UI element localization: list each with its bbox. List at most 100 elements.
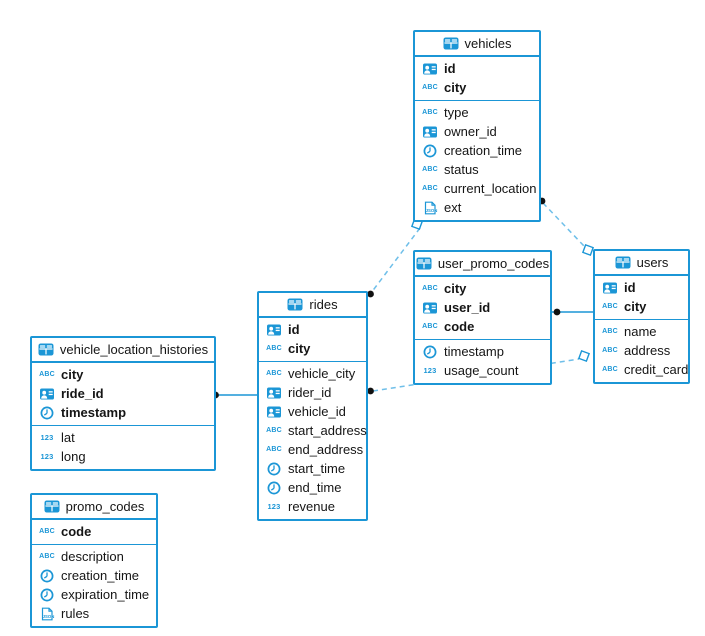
column-row: expiration_time (32, 585, 156, 604)
column-name: id (624, 280, 636, 295)
column-row: owner_id (415, 122, 539, 141)
text-type-icon: ABC (422, 285, 438, 292)
fields-section: timestamp 123 usage_count (415, 340, 550, 383)
column-row: timestamp (415, 342, 550, 361)
table-name: rides (309, 297, 338, 312)
table-header[interactable]: rides (259, 293, 366, 318)
column-name: rules (61, 606, 90, 621)
id-type-icon (40, 388, 54, 399)
number-type-icon: 123 (40, 452, 54, 461)
table-header[interactable]: vehicles (415, 32, 539, 57)
column-row: ride_id (32, 384, 214, 403)
text-type-icon: ABC (39, 528, 55, 535)
column-name: start_time (288, 461, 346, 476)
column-name: id (444, 61, 456, 76)
column-row: timestamp (32, 403, 214, 422)
text-type-icon: ABC (266, 345, 282, 352)
column-row: 123 usage_count (415, 361, 550, 380)
column-name: city (288, 341, 311, 356)
column-name: user_id (444, 300, 491, 315)
dot-endpoint (367, 387, 374, 395)
column-row: ABC vehicle_city (259, 364, 366, 383)
pk-section: ABC city user_id ABC code (415, 277, 550, 340)
column-row: end_time (259, 478, 366, 497)
table-icon (44, 500, 60, 513)
column-name: type (444, 105, 469, 120)
column-row: ABC city (595, 297, 688, 316)
table-promo_codes[interactable]: promo_codes ABC code ABC description cre… (30, 493, 158, 628)
column-row: ABC city (415, 279, 550, 298)
column-row: ABC city (259, 339, 366, 358)
datetime-icon (267, 462, 281, 475)
column-row: user_id (415, 298, 550, 317)
column-name: description (61, 549, 124, 564)
column-row: ABC start_address (259, 421, 367, 440)
column-row: start_time (259, 459, 366, 478)
column-row: ABC credit_card (595, 360, 688, 379)
column-name: city (624, 299, 647, 314)
column-row: 123 long (32, 447, 214, 466)
text-type-icon: ABC (422, 166, 438, 173)
column-name: vehicle_id (288, 404, 346, 419)
text-type-icon: ABC (602, 366, 618, 373)
column-row: creation_time (32, 566, 156, 585)
number-type-icon: 123 (40, 433, 54, 442)
text-type-icon: ABC (602, 328, 618, 335)
table-icon (443, 37, 459, 50)
text-type-icon: ABC (266, 446, 282, 453)
column-row: 123 revenue (259, 497, 366, 516)
table-rides[interactable]: rides id ABC city ABC vehicle_city rider… (257, 291, 368, 521)
column-row: vehicle_id (259, 402, 366, 421)
table-users[interactable]: users id ABC city ABC name ABC address A… (593, 249, 690, 384)
column-row: id (595, 278, 688, 297)
column-name: long (61, 449, 86, 464)
svg-text:JSON: JSON (43, 614, 55, 619)
text-type-icon: ABC (422, 84, 438, 91)
datetime-icon (40, 588, 54, 601)
text-type-icon: ABC (266, 370, 282, 377)
column-row: id (415, 59, 539, 78)
pk-section: id ABC city (259, 318, 366, 362)
id-type-icon (423, 302, 437, 313)
id-type-icon (267, 387, 281, 398)
column-name: code (444, 319, 475, 334)
connector-vehicle_location_histories-rides (212, 391, 257, 399)
column-row: ABC city (415, 78, 539, 97)
text-type-icon: ABC (422, 323, 438, 330)
table-name: vehicle_location_histories (59, 342, 209, 357)
table-name: user_promo_codes (437, 256, 550, 271)
column-row: id (259, 320, 366, 339)
text-type-icon: ABC (39, 553, 55, 560)
column-name: city (444, 80, 467, 95)
column-row: ABC code (415, 317, 550, 336)
fields-section: ABC name ABC address ABC credit_card (595, 320, 688, 382)
column-name: address (624, 343, 671, 358)
column-row: ABC end_address (259, 440, 366, 459)
pk-section: ABC code (32, 520, 156, 545)
text-type-icon: ABC (266, 427, 282, 434)
column-name: revenue (288, 499, 335, 514)
column-name: city (444, 281, 467, 296)
table-icon (38, 343, 54, 356)
column-name: code (61, 524, 92, 539)
table-header[interactable]: vehicle_location_histories (32, 338, 214, 363)
column-name: city (61, 367, 84, 382)
dot-endpoint (367, 290, 374, 298)
table-user_promo_codes[interactable]: user_promo_codes ABC city user_id ABC co… (413, 250, 552, 385)
column-row: JSON ext (415, 198, 539, 217)
number-type-icon: 123 (267, 502, 281, 511)
table-header[interactable]: promo_codes (32, 495, 156, 520)
text-type-icon: ABC (602, 303, 618, 310)
table-vehicle_location_histories[interactable]: vehicle_location_histories ABC city ride… (30, 336, 216, 471)
column-row: ABC status (415, 160, 539, 179)
table-vehicles[interactable]: vehicles id ABC city ABC type owner_id (413, 30, 541, 222)
table-name: users (636, 255, 669, 270)
table-header[interactable]: user_promo_codes (415, 252, 550, 277)
datetime-icon (267, 481, 281, 494)
column-name: ride_id (61, 386, 104, 401)
connector-user_promo_codes-users (552, 308, 593, 316)
number-type-icon: 123 (423, 366, 437, 375)
table-icon (416, 257, 432, 270)
table-header[interactable]: users (595, 251, 688, 276)
